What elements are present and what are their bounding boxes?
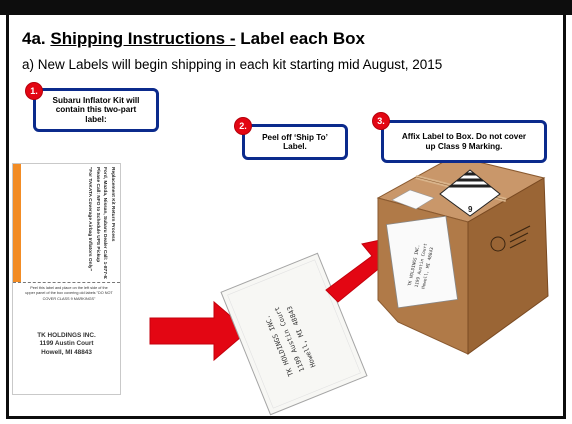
hazard-class-number: 9 bbox=[468, 205, 473, 214]
title-underlined: Shipping Instructions - bbox=[50, 29, 236, 48]
kit-label-line: Please Call: NFO to Schedule UPS Pickup bbox=[94, 167, 100, 263]
kit-label-address: TK HOLDINGS INC. 1199 Austin Court Howel… bbox=[13, 332, 120, 357]
red-arrow-1 bbox=[149, 300, 249, 362]
kit-label-line: "For TAKATA Coverage Airbag Inflators On… bbox=[86, 167, 92, 271]
kit-label-orange-strip bbox=[13, 164, 21, 282]
kit-label-line: Replacement Kit Return Process bbox=[110, 167, 115, 242]
page-title: 4a. Shipping Instructions - Label each B… bbox=[22, 29, 365, 49]
step-2-text: Peel off ‘Ship To’ Label. bbox=[262, 132, 328, 151]
step-2-badge: 2. bbox=[234, 117, 252, 135]
kit-two-part-label: Replacement Kit Return Process Ford, Maz… bbox=[12, 163, 121, 395]
subtitle: a) New Labels will begin shipping in eac… bbox=[22, 57, 443, 72]
title-prefix: 4a. bbox=[22, 29, 46, 48]
step-3-callout: Affix Label to Box. Do not cover up Clas… bbox=[381, 120, 547, 163]
box-side-logo bbox=[490, 236, 506, 252]
cardboard-box: 9 TK HOLDINGS INC. 1199 Austin Court How… bbox=[376, 155, 549, 355]
step-1-text: Subaru Inflator Kit will contain this tw… bbox=[52, 95, 140, 124]
step-3-text: Affix Label to Box. Do not cover up Clas… bbox=[401, 132, 527, 151]
step-3-badge: 3. bbox=[372, 112, 390, 130]
step-1-badge: 1. bbox=[25, 82, 43, 100]
box-top-white-label bbox=[391, 189, 435, 210]
kit-label-perforation bbox=[13, 282, 120, 283]
kit-label-instruction: Peel this label and place on the left si… bbox=[25, 286, 113, 301]
title-suffix: Label each Box bbox=[240, 29, 365, 48]
kit-label-line: Ford, Mazda, Nissan, Subaru Dealer Call:… bbox=[102, 167, 108, 279]
step-1-callout: Subaru Inflator Kit will contain this tw… bbox=[33, 88, 159, 132]
kit-label-rotated-text: Replacement Kit Return Process Ford, Maz… bbox=[26, 167, 116, 279]
top-bar bbox=[0, 0, 572, 15]
applied-ship-label: TK HOLDINGS INC. 1199 Austin Court Howel… bbox=[385, 215, 459, 309]
kit-address-line: Howell, MI 48843 bbox=[41, 348, 92, 356]
box-side bbox=[467, 177, 549, 355]
kit-address-line: TK HOLDINGS INC. bbox=[37, 332, 96, 339]
kit-label-top-panel: Replacement Kit Return Process Ford, Maz… bbox=[21, 164, 121, 282]
step-2-callout: Peel off ‘Ship To’ Label. bbox=[242, 124, 348, 160]
kit-address-line: 1199 Austin Court bbox=[39, 340, 94, 348]
